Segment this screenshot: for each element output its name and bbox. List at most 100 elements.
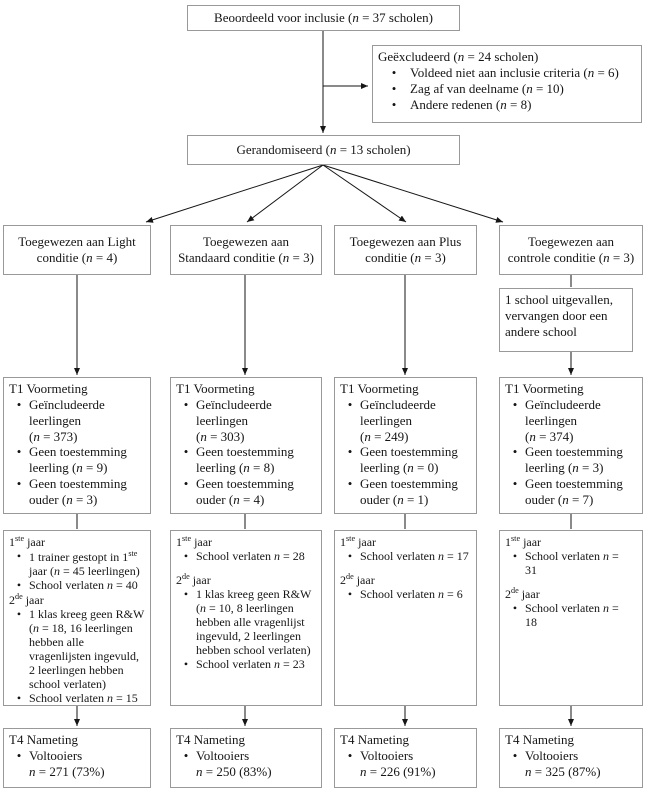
list-item: • Andere redenen (n = 8) — [378, 97, 636, 113]
bullet-icon: • — [16, 476, 22, 492]
arrow-randomized-to-standaard — [246, 164, 324, 223]
bullet-icon: • — [347, 476, 353, 492]
attrition-item: School verlaten n = 15 — [29, 691, 138, 706]
bullet-icon: • — [183, 444, 189, 460]
list-item: • 1 klas kreeg geen R&W (n = 10, 8 leerli… — [176, 587, 316, 657]
year-second-section: 2de jaar •1 klas kreeg geen R&W (n = 18,… — [9, 592, 145, 705]
attrition-item: School verlaten n = 6 — [360, 587, 463, 602]
bullet-icon: • — [512, 601, 518, 616]
year-label: 1ste jaar — [505, 534, 542, 549]
randomized-text: Gerandomiseerd (n = 13 scholen) — [236, 142, 411, 158]
attrition-box-controle: 1ste jaar •School verlaten n =31 2de jaa… — [499, 530, 643, 706]
year-label: 1ste jaar — [340, 534, 377, 549]
bullet-icon: • — [16, 747, 22, 763]
t4-title: T4 Nameting — [505, 732, 574, 747]
t1-title: T1 Voormeting — [9, 381, 88, 396]
year-second-section: 2de jaar • School verlaten n =18 — [505, 586, 637, 629]
year-label: 1ste jaar — [9, 534, 46, 549]
excluded-item: Voldeed niet aan inclusie criteria (n = … — [410, 64, 619, 80]
bullet-icon: • — [347, 444, 353, 460]
t4-title: T4 Nameting — [9, 732, 78, 747]
bullet-icon: • — [16, 578, 22, 593]
t4-title: T4 Nameting — [340, 732, 409, 747]
attrition-box-standaard: 1ste jaar •School verlaten n = 28 2de ja… — [170, 530, 322, 706]
bullet-icon: • — [347, 396, 353, 412]
t4-title: T4 Nameting — [176, 732, 245, 747]
year-label: 1ste jaar — [176, 534, 213, 549]
list-item: •School verlaten n =31 — [505, 549, 637, 577]
list-item: • Voldeed niet aan inclusie criteria (n … — [378, 65, 636, 81]
bullet-icon: • — [512, 549, 518, 564]
bullet-icon: • — [347, 549, 353, 564]
bullet-icon: • — [183, 476, 189, 492]
dropout-note-box: 1 school uitgevallen, vervangen door een… — [499, 288, 633, 352]
bullet-icon: • — [391, 80, 397, 96]
list-item: •School verlaten n = 40 — [9, 578, 145, 592]
list-item: •School verlaten n = 6 — [340, 587, 471, 601]
year-label: 2de jaar — [340, 572, 375, 588]
year-label: 2de jaar — [505, 586, 540, 602]
excluded-box: Geëxcludeerd (n = 24 scholen) • Voldeed … — [372, 45, 642, 123]
attrition-item: School verlaten n = 23 — [196, 657, 305, 672]
bullet-icon: • — [16, 444, 22, 460]
bullet-icon: • — [183, 747, 189, 763]
bullet-icon: • — [512, 444, 518, 460]
assessed-text: Beoordeeld voor inclusie (n = 37 scholen… — [214, 10, 433, 26]
year-label: 2de jaar — [176, 572, 211, 588]
dropout-note-text: 1 school uitgevallen, vervangen door een… — [505, 292, 613, 339]
arrow-randomized-to-light — [145, 164, 324, 223]
bullet-icon: • — [183, 587, 189, 602]
list-item: •1 klas kreeg geen R&W (n = 18, 16 leerl… — [9, 607, 145, 691]
t1-title: T1 Voormeting — [340, 381, 419, 396]
attrition-item: School verlaten n =18 — [525, 601, 619, 630]
bullet-icon: • — [183, 549, 189, 564]
randomized-box: Gerandomiseerd (n = 13 scholen) — [187, 135, 460, 165]
arrow-randomized-to-controle — [322, 164, 504, 223]
list-item: •1 trainer gestopt in 1ste jaar (n = 45 … — [9, 549, 145, 578]
arrow-randomized-to-plus — [322, 164, 407, 223]
bullet-icon: • — [512, 476, 518, 492]
excluded-item: Zag af van deelname (n = 10) — [410, 80, 564, 96]
list-item: • School verlaten n = 15 — [9, 691, 145, 705]
bullet-icon: • — [16, 396, 22, 412]
excluded-item: Andere redenen (n = 8) — [410, 96, 532, 112]
t1-title: T1 Voormeting — [505, 381, 584, 396]
attrition-item: 1 trainer gestopt in 1ste jaar (n = 45 l… — [29, 549, 140, 579]
attrition-item: 1 klas kreeg geen R&W (n = 10, 8 leerlin… — [196, 587, 312, 658]
bullet-icon: • — [16, 691, 22, 706]
assessed-box: Beoordeeld voor inclusie (n = 37 scholen… — [187, 5, 460, 31]
list-item: •School verlaten n = 23 — [176, 657, 316, 671]
